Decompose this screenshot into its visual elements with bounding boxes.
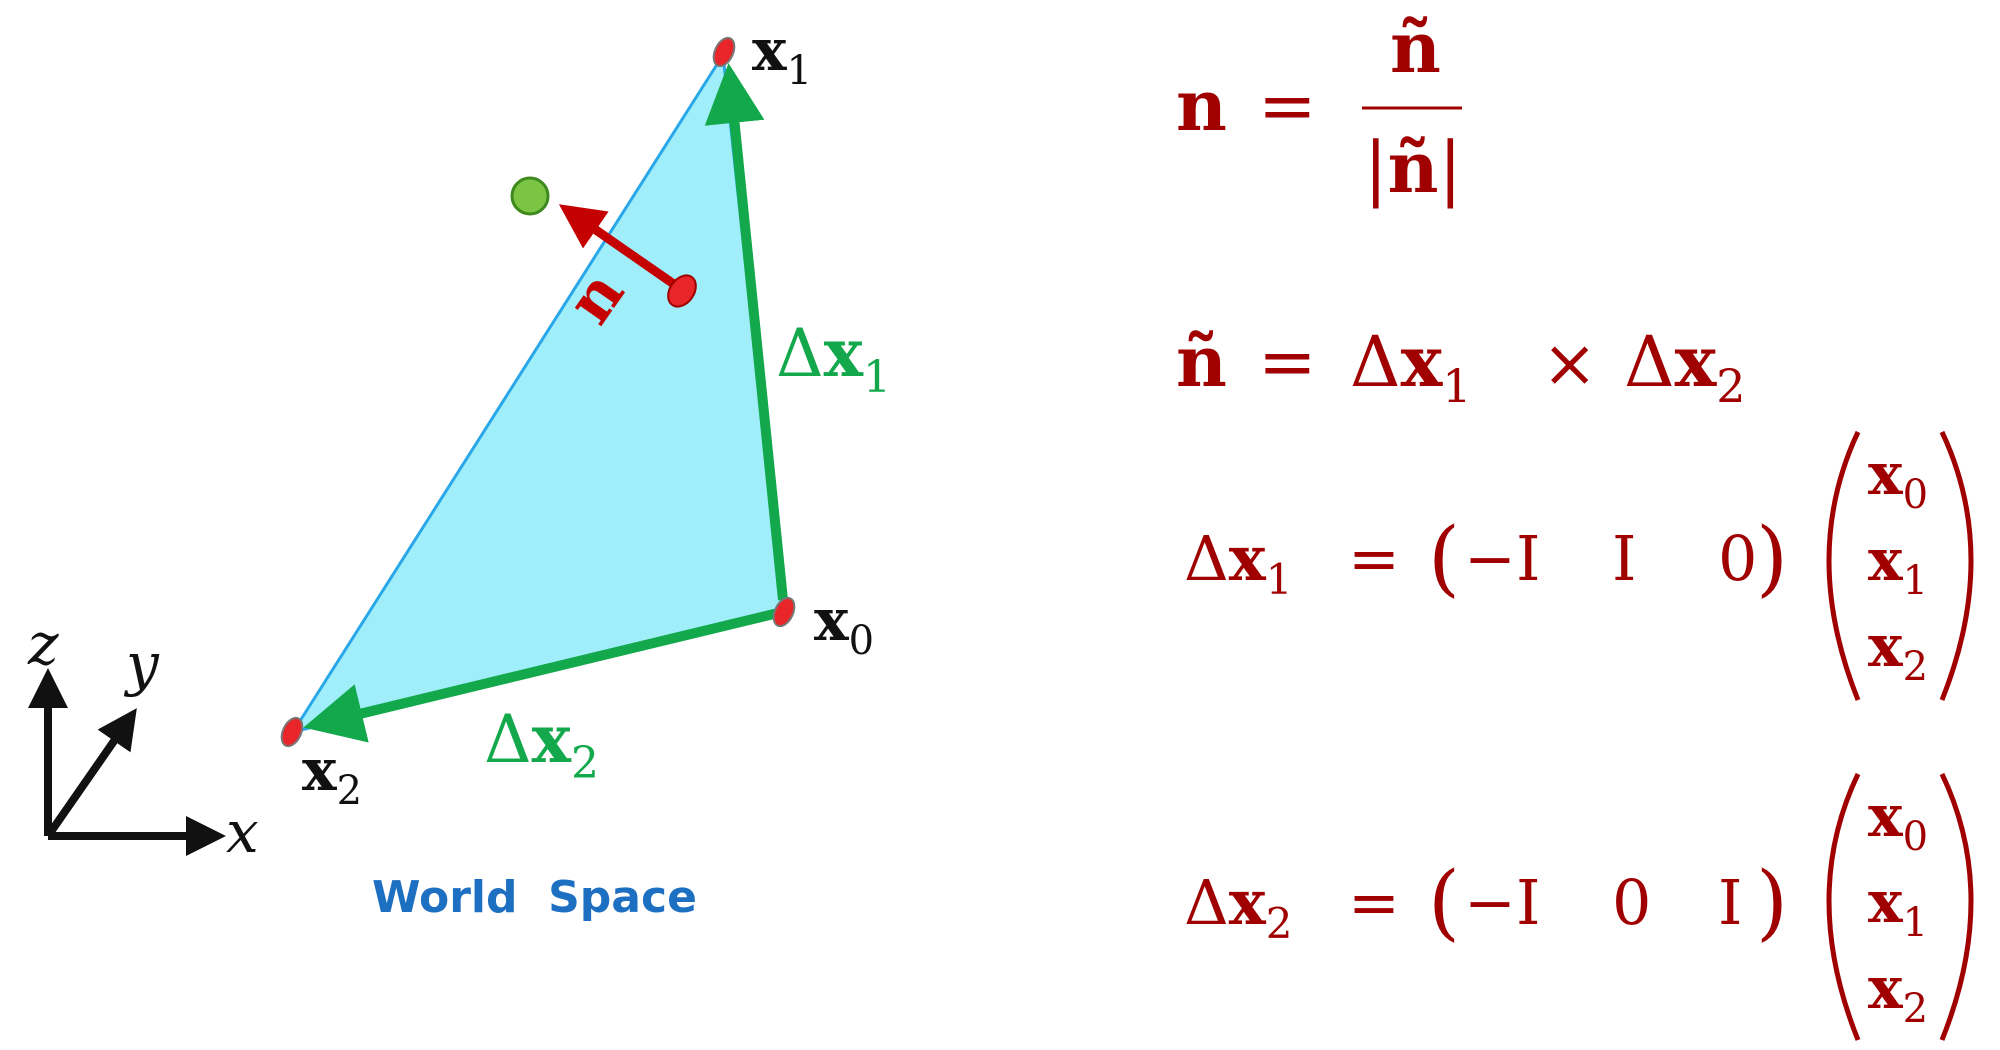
eq3-lhs: Δx1 bbox=[1184, 522, 1292, 604]
equation-cross-product: ñ = Δx1 × Δx2 bbox=[1176, 320, 1746, 413]
eq3-row-entry-1: −I bbox=[1464, 522, 1540, 595]
vertex-x1-dot bbox=[712, 36, 736, 68]
eq4-vector-x0: x0 bbox=[1868, 782, 1928, 860]
axis-y-label: y bbox=[123, 630, 160, 698]
equation-dx2-selection: Δx2 = ( −I 0 I ) x0 x1 x2 bbox=[1184, 772, 1974, 1041]
coordinate-axes: x y z bbox=[27, 610, 259, 866]
equations: n = ñ |ñ| ñ = Δx1 × Δx2 Δx1 = ( bbox=[1176, 6, 1974, 1041]
eq3-vector-x1: x1 bbox=[1868, 526, 1928, 604]
edge-vector-dx2-arrow bbox=[303, 608, 780, 743]
axis-z-label: z bbox=[27, 610, 59, 678]
eq3-vector-right-bracket bbox=[1939, 430, 1974, 701]
eq4-lhs: Δx2 bbox=[1184, 866, 1292, 948]
vertex-x0-dot bbox=[772, 596, 796, 628]
normal-vector-arrow bbox=[558, 204, 681, 291]
eq4-vector-x1: x1 bbox=[1868, 868, 1928, 946]
eq4-row-lparen: ( bbox=[1428, 855, 1460, 950]
eq2-lhs: ñ bbox=[1176, 320, 1227, 403]
world-space-diagram: x1 x0 x2 Δx1 Δx2 n bbox=[280, 16, 891, 814]
eq1-equals: = bbox=[1258, 65, 1317, 147]
eq4-vector-left-bracket bbox=[1826, 772, 1861, 1041]
eq4-vector-right-bracket bbox=[1939, 772, 1974, 1041]
axis-y-arrow bbox=[44, 708, 137, 839]
edge-vector-dx1-arrow bbox=[704, 63, 788, 601]
eq3-vector-left-bracket bbox=[1826, 430, 1861, 701]
equation-dx1-selection: Δx1 = ( −I I 0 ) x0 x1 x2 bbox=[1184, 430, 1974, 701]
edge-label-dx2: Δx2 bbox=[484, 700, 599, 789]
eq1-lhs: n bbox=[1176, 64, 1227, 147]
equation-normalize: n = ñ |ñ| bbox=[1176, 6, 1462, 209]
eq4-row-entry-1: −I bbox=[1464, 866, 1540, 939]
axis-x-label: x bbox=[226, 798, 259, 866]
normal-base-point bbox=[667, 274, 697, 308]
eq3-equals: = bbox=[1348, 522, 1400, 595]
eq3-row-entry-2: I bbox=[1612, 522, 1637, 595]
eq2-term1: Δx1 bbox=[1350, 320, 1472, 413]
eq4-equals: = bbox=[1348, 866, 1400, 939]
eq1-denominator: |ñ| bbox=[1364, 126, 1462, 209]
eq4-row-rparen: ) bbox=[1756, 855, 1788, 950]
eq4-row-entry-3: I bbox=[1718, 866, 1743, 939]
eq4-vector-x2: x2 bbox=[1868, 954, 1928, 1032]
eq3-row-lparen: ( bbox=[1428, 511, 1460, 606]
eq2-equals: = bbox=[1258, 321, 1317, 403]
caption-world-space: World Space bbox=[372, 872, 697, 923]
edge-label-dx1: Δx1 bbox=[776, 314, 891, 403]
eq2-term2: Δx2 bbox=[1624, 320, 1746, 413]
eq1-numerator: ñ bbox=[1390, 6, 1441, 89]
vertex-label-x2: x2 bbox=[302, 736, 362, 814]
eq3-vector-x0: x0 bbox=[1868, 440, 1928, 518]
vertex-label-x1: x1 bbox=[752, 16, 812, 94]
eq4-row-entry-2: 0 bbox=[1612, 866, 1651, 939]
eq3-row-rparen: ) bbox=[1756, 511, 1788, 606]
eq3-vector-x2: x2 bbox=[1868, 612, 1928, 690]
normal-tip-point bbox=[510, 176, 550, 216]
eq3-row-entry-3: 0 bbox=[1718, 522, 1757, 595]
vertex-x2-dot bbox=[280, 716, 304, 748]
vertex-label-x0: x0 bbox=[814, 586, 874, 664]
eq2-cross: × bbox=[1542, 325, 1597, 402]
